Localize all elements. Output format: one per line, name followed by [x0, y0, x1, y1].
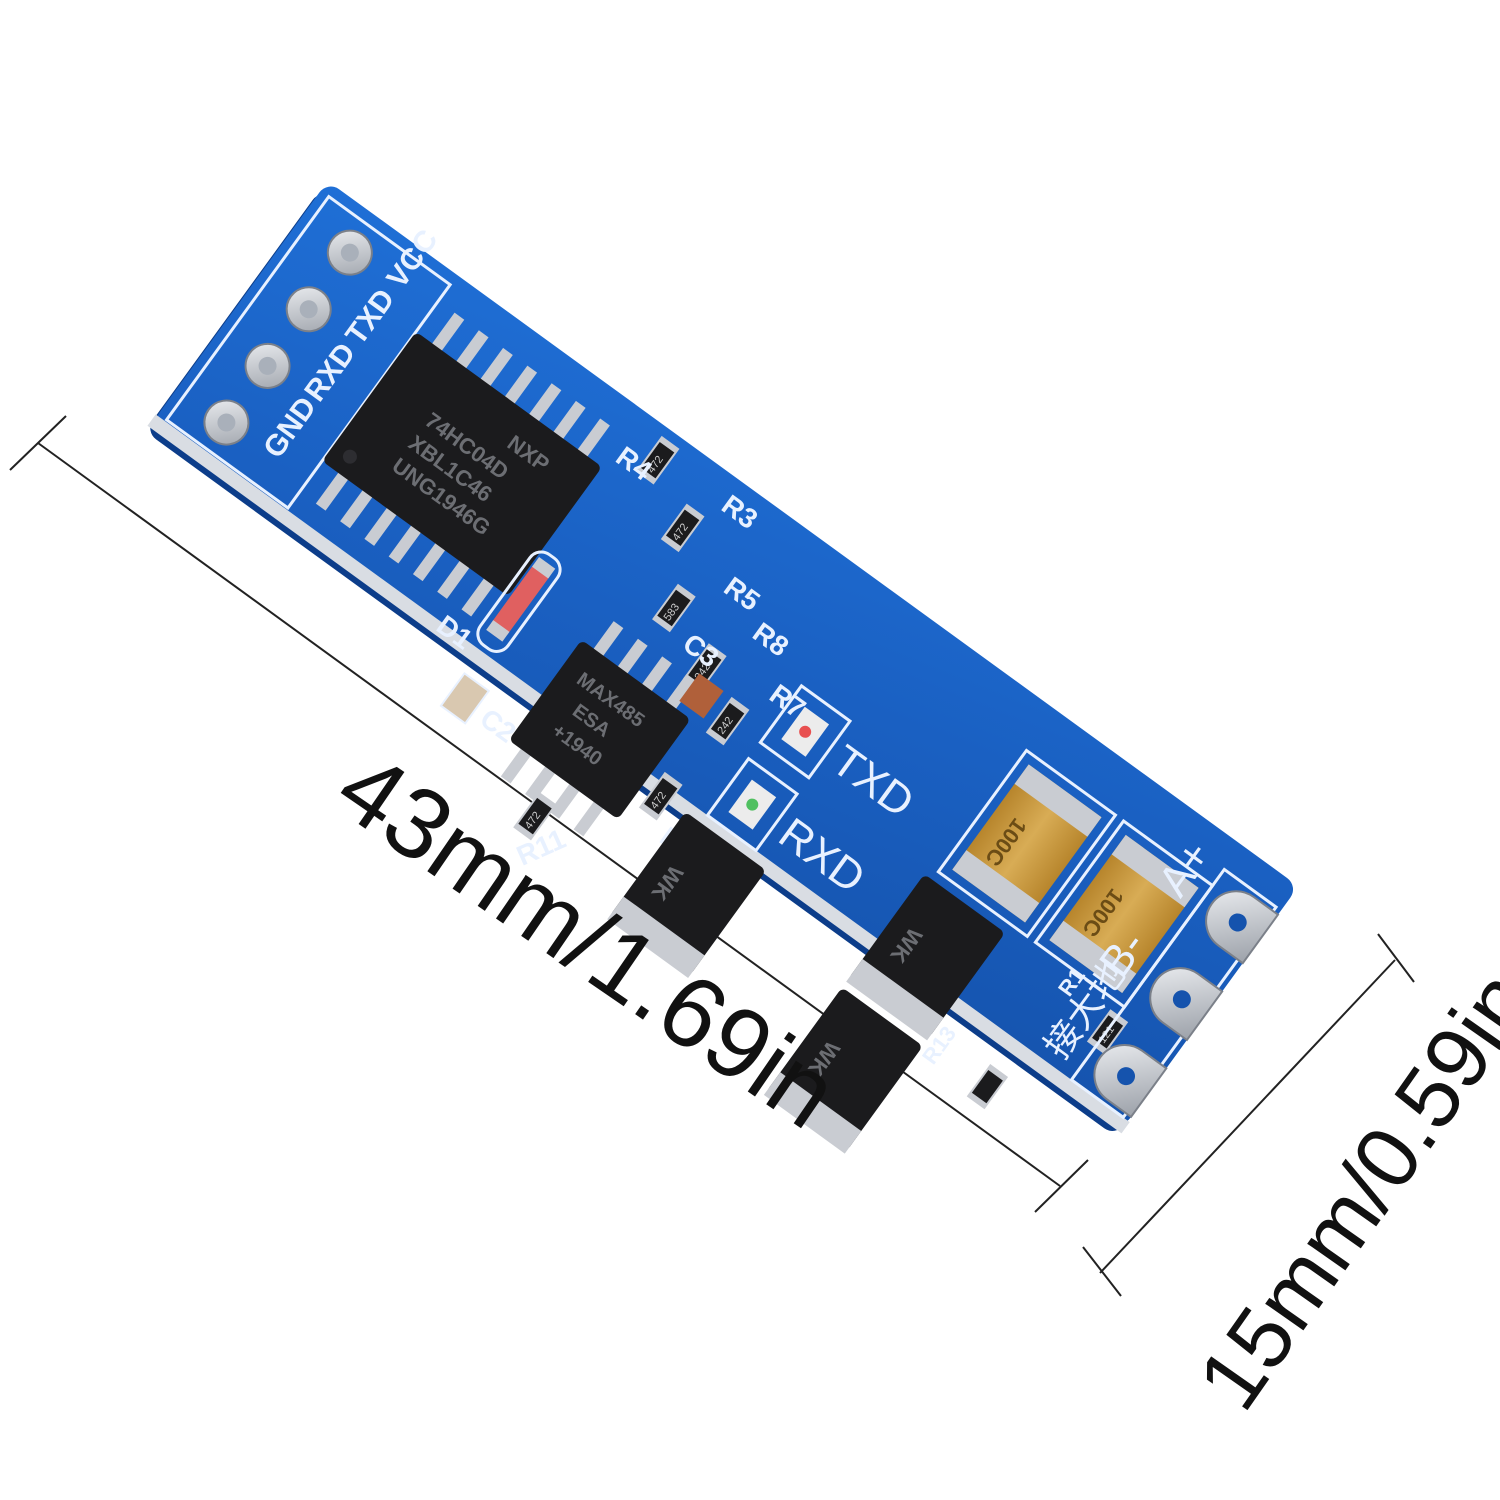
- tantalum-cap-2: 100C: [1033, 818, 1215, 1010]
- pcb-board: GND RXD TXD VCC NXP 74HC04D XBL1C46: [147, 186, 1294, 1154]
- ic-74hc04d: NXP 74HC04D XBL1C46 UNG1946G: [315, 312, 610, 617]
- tvs-diode-2: WK: [846, 876, 1003, 1041]
- resistor-r4: 472 R4: [611, 435, 680, 487]
- tantalum-cap-1: 100C: [936, 748, 1118, 939]
- led-txd: [758, 683, 853, 780]
- header-pads: [164, 194, 453, 511]
- tvs-diode-3: WK: [763, 989, 921, 1154]
- tvs-diode-1: WK: [607, 814, 764, 978]
- ic-max485: MAX485 ESA +1940 C3: [500, 621, 725, 837]
- led-rxd: [705, 756, 800, 853]
- terminal-pads: [1069, 867, 1280, 1120]
